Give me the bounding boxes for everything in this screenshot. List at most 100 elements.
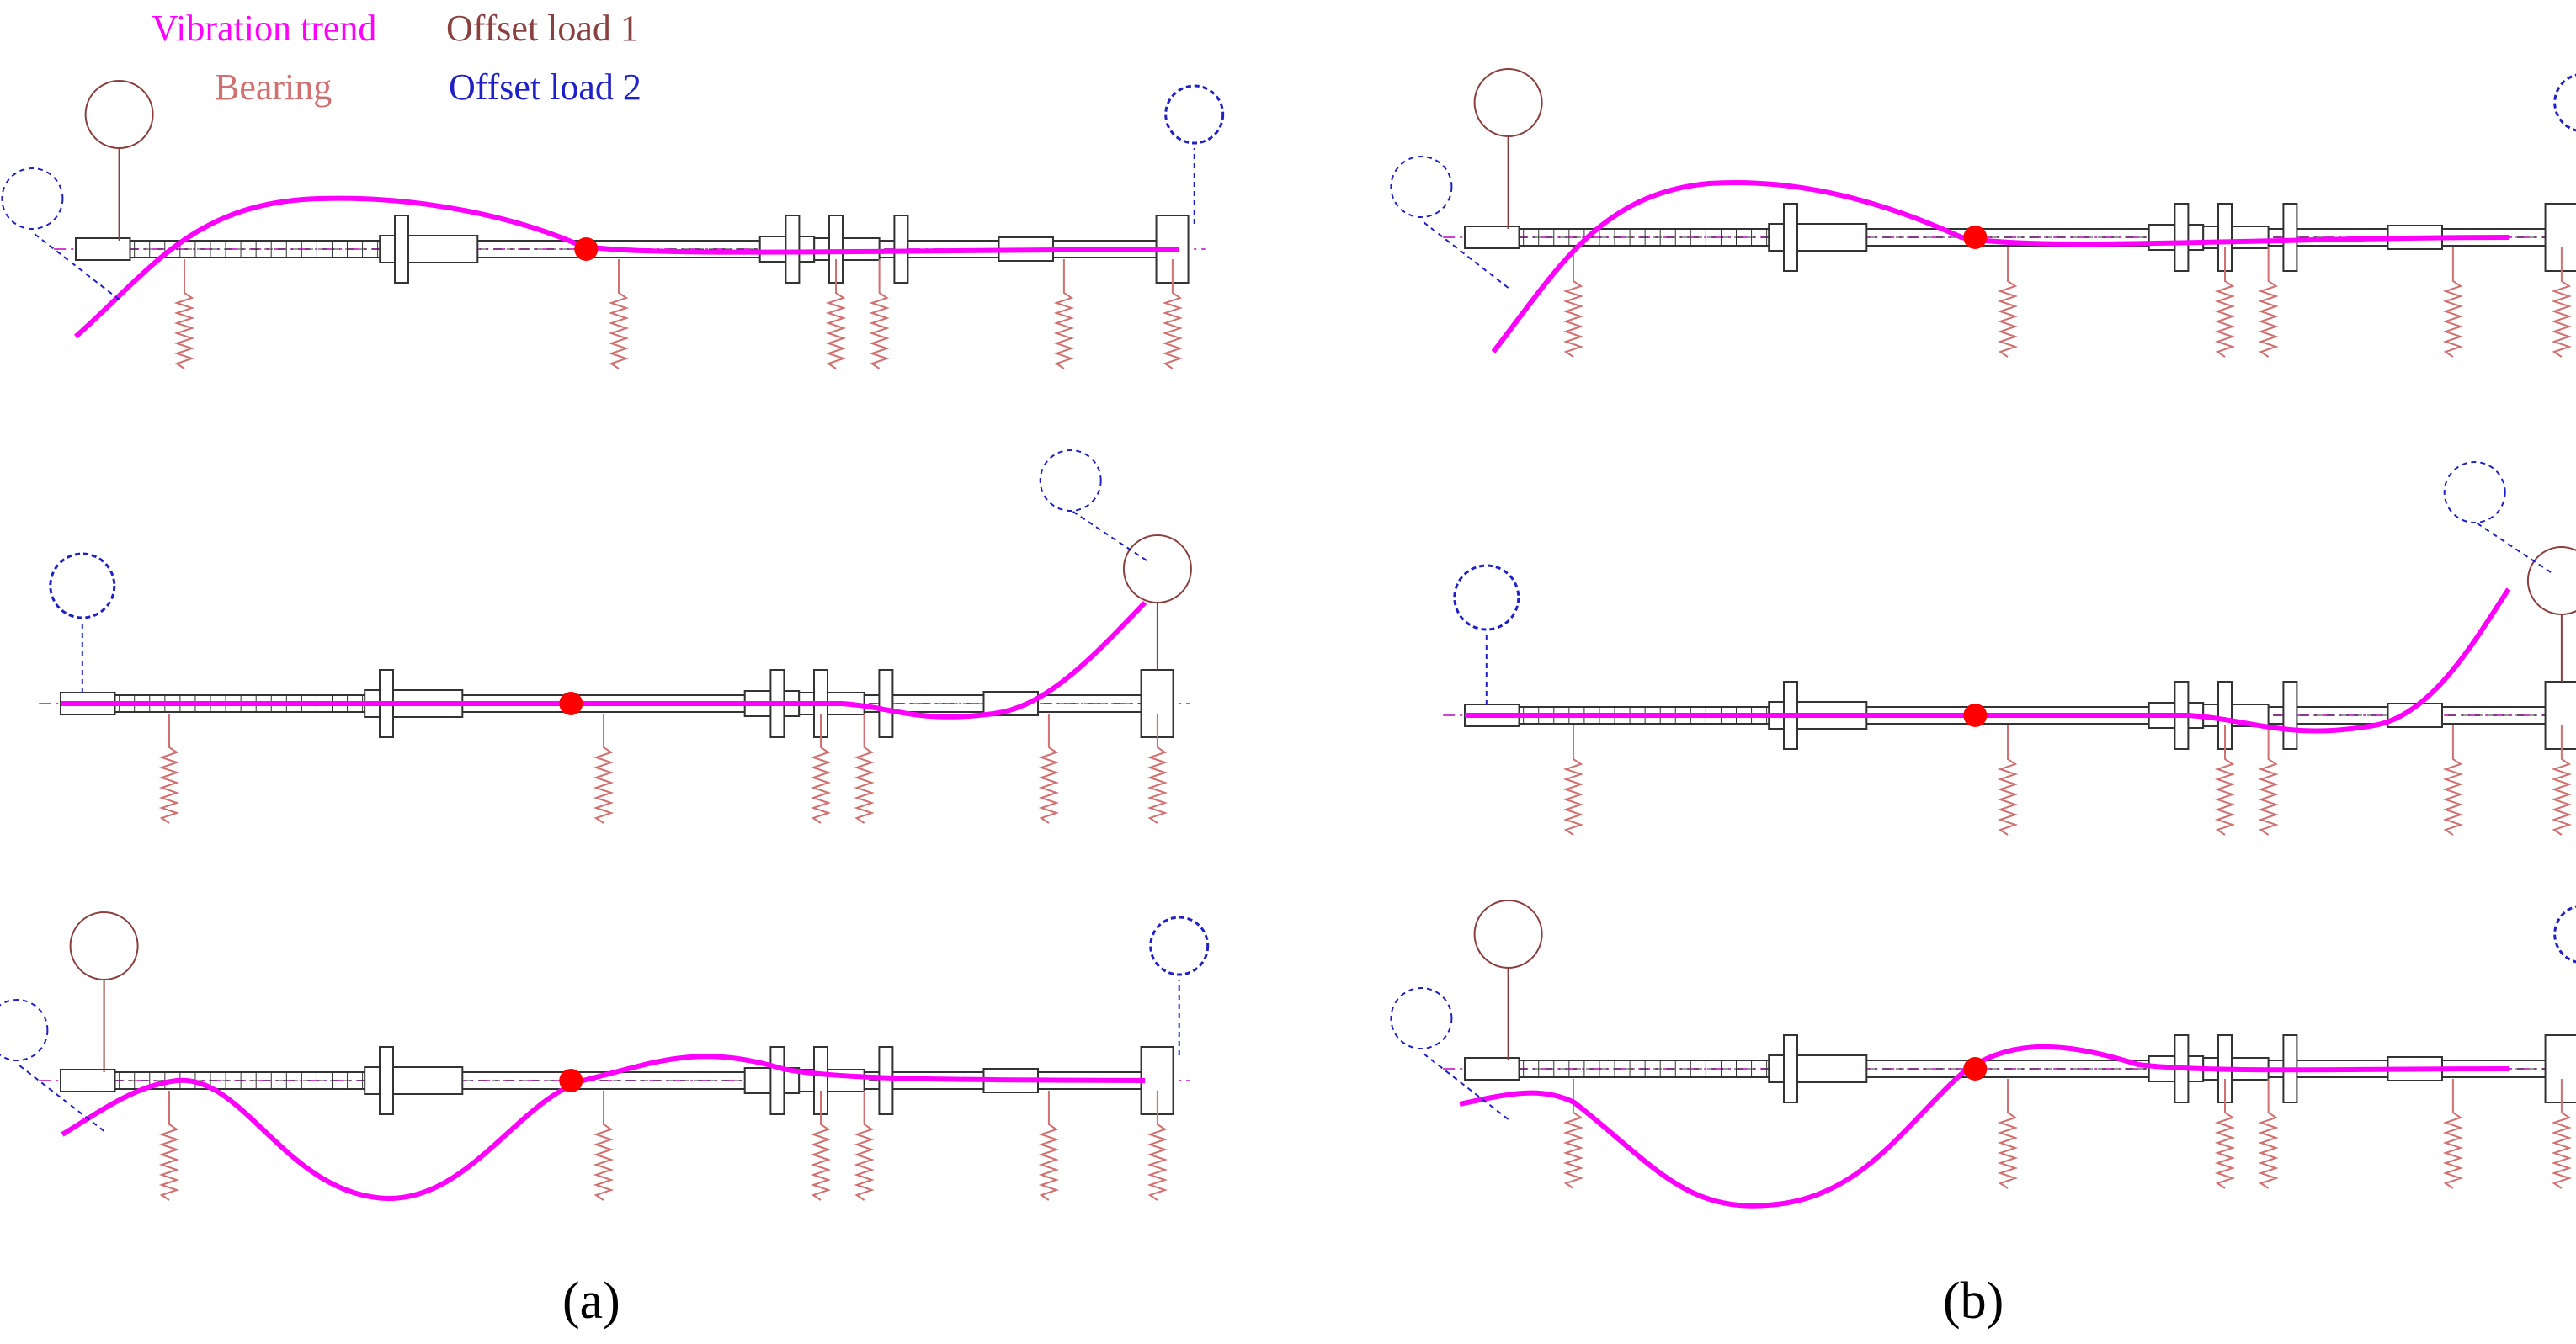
panel-b — [1390, 68, 2576, 1209]
bearing-spring — [810, 1091, 832, 1201]
shaft-collar — [75, 237, 131, 261]
offset-load-2-mass — [2553, 73, 2576, 132]
shaft-flange — [2174, 203, 2190, 272]
bearing-spring — [869, 259, 890, 369]
bearing-spring — [2551, 725, 2573, 836]
offset-load-1-mass — [84, 80, 154, 149]
bearing-spring — [593, 714, 615, 824]
panel-a-mode-1 — [1, 80, 1225, 369]
shaft-collar — [1464, 226, 1520, 249]
bearing-spring — [1162, 259, 1184, 369]
shaft-end-disk — [2544, 1034, 2576, 1103]
bearing-spring — [1038, 1091, 1060, 1201]
shaft-flange — [1783, 203, 1798, 272]
bearing-spring — [158, 1091, 180, 1201]
bearing-spring — [810, 714, 832, 824]
bearing-spring — [1997, 725, 2019, 836]
offset-load-2-rod — [1070, 509, 1147, 561]
bearing-spring — [825, 259, 847, 369]
bearing-spring — [2214, 247, 2236, 358]
legend-offset-load-1: Offset load 1 — [446, 8, 639, 49]
legend-vibration-trend: Vibration trend — [152, 8, 376, 49]
offset-load-1-mass — [1473, 68, 1543, 137]
shaft-collar — [60, 1069, 116, 1092]
panel-b-label: (b) — [1943, 1272, 2004, 1330]
bearing-spring — [2442, 1079, 2464, 1189]
offset-load-2-mass — [1, 167, 64, 230]
offset-load-2-mass — [1390, 987, 1453, 1049]
vibration-trend-curve — [61, 1054, 1146, 1202]
vibration-trend-curve — [1491, 180, 2509, 353]
offset-load-2-mass — [1164, 84, 1225, 145]
node-marker — [1963, 226, 1988, 249]
bearing-spring — [1997, 1079, 2019, 1189]
bearing-spring — [1038, 714, 1060, 824]
offset-load-2-mass — [1039, 449, 1102, 512]
bearing-spring — [1147, 1091, 1168, 1201]
legend: Vibration trend Offset load 1 Bearing Of… — [152, 8, 641, 108]
offset-load-2-mass — [2553, 905, 2576, 964]
legend-bearing: Bearing — [215, 66, 332, 108]
node-marker — [1963, 1057, 1988, 1081]
panel-a-mode-2 — [39, 449, 1192, 824]
shaft-flange — [878, 1046, 894, 1115]
bearing-spring — [1053, 259, 1075, 369]
vibration-trend-curve — [1459, 1044, 2509, 1209]
bearing-spring — [854, 1091, 875, 1201]
shaft-collar — [1464, 1057, 1520, 1081]
node-marker — [574, 237, 599, 261]
offset-load-2-mass — [1390, 156, 1453, 218]
offset-load-1-mass — [69, 911, 139, 980]
bearing-spring — [1147, 714, 1168, 824]
shaft-flange — [2282, 681, 2298, 750]
bearing-spring — [2258, 247, 2279, 358]
panel-a-mode-3 — [0, 911, 1210, 1202]
panel-a-label: (a) — [562, 1272, 620, 1330]
bearing-spring — [2214, 1079, 2236, 1189]
offset-load-2-mass — [49, 552, 116, 619]
bearing-spring — [854, 714, 875, 824]
offset-load-2-mass — [1149, 916, 1210, 976]
panel-b-mode-3 — [1390, 900, 2576, 1209]
bearing-spring — [173, 259, 195, 369]
bearing-spring — [1562, 725, 1584, 836]
offset-load-1-mass — [1473, 900, 1543, 969]
bearing-spring — [158, 714, 180, 824]
node-marker — [1963, 704, 1988, 727]
shaft-flange — [785, 215, 801, 284]
vibration-trend-curve — [74, 195, 1179, 339]
offset-load-1-mass — [2526, 546, 2576, 615]
bearing-spring — [1562, 1079, 1584, 1189]
bearing-spring — [1997, 247, 2019, 358]
panel-b-mode-1 — [1390, 68, 2576, 358]
bearing-spring — [2551, 247, 2573, 358]
bearing-spring — [2214, 725, 2236, 836]
offset-load-2-mass — [1453, 564, 1520, 631]
bearing-spring — [2442, 725, 2464, 836]
bearing-spring — [2258, 725, 2279, 836]
bearing-spring — [2551, 1079, 2573, 1189]
shaft-flange — [769, 1046, 785, 1115]
bearing-spring — [1562, 247, 1584, 358]
shaft-flange — [878, 669, 894, 738]
offset-load-2-rod — [2474, 521, 2552, 573]
vibration-trend-curve — [1465, 587, 2511, 734]
bearing-spring — [608, 259, 630, 369]
offset-load-2-mass — [0, 999, 49, 1061]
bearing-spring — [2258, 1079, 2279, 1189]
shaft-flange — [379, 1046, 394, 1115]
vibration-trend-curve — [61, 600, 1147, 720]
shaft-flange — [394, 215, 409, 284]
shaft-end-disk — [2544, 681, 2576, 750]
shaft-flange — [1783, 1034, 1798, 1103]
panel-b-mode-2 — [1443, 461, 2576, 836]
node-marker — [559, 692, 583, 715]
offset-load-2-mass — [2443, 461, 2506, 523]
node-marker — [559, 1069, 583, 1092]
panel-a — [0, 80, 1225, 1202]
shaft-flange — [2282, 203, 2298, 272]
offset-load-1-mass — [1122, 534, 1192, 603]
bearing-spring — [2442, 247, 2464, 358]
bearing-spring — [593, 1091, 615, 1201]
